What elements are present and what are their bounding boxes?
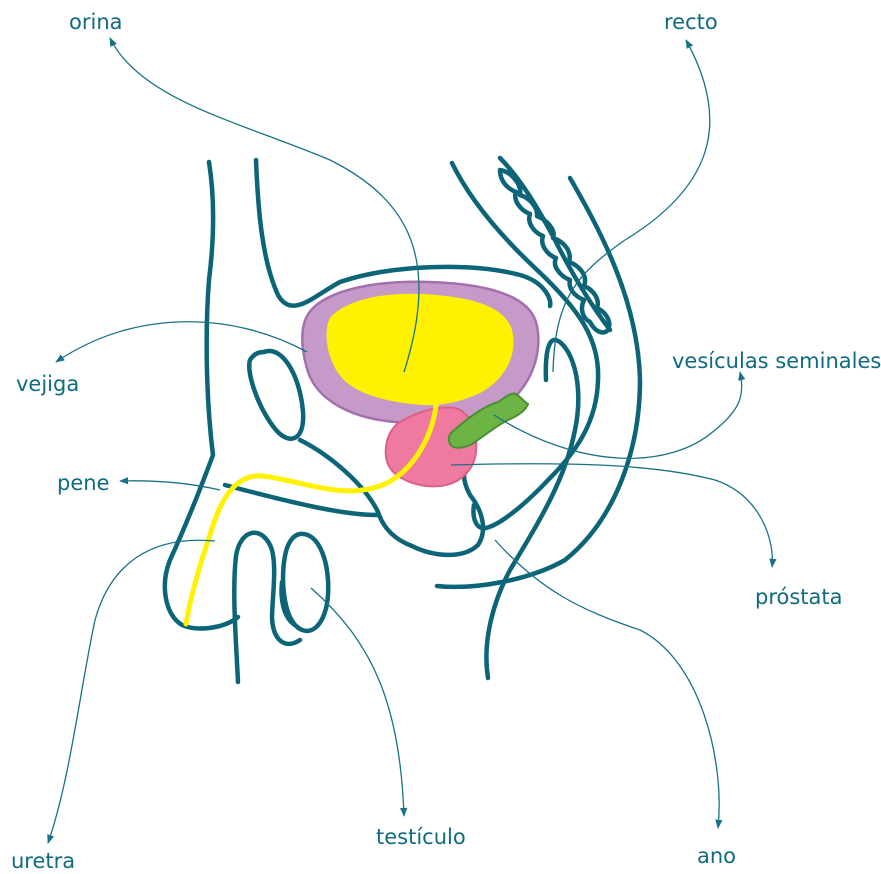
prostata-leader bbox=[451, 464, 772, 567]
ano-leader bbox=[495, 540, 719, 828]
label-prostata: próstata bbox=[755, 585, 843, 609]
organs bbox=[186, 282, 538, 624]
uretra-leader bbox=[48, 540, 215, 843]
testicle bbox=[283, 534, 328, 631]
vesiculas-leader bbox=[494, 372, 742, 458]
label-orina: orina bbox=[69, 10, 123, 34]
label-uretra: uretra bbox=[11, 849, 75, 873]
scrotum bbox=[234, 533, 300, 682]
testiculo-leader bbox=[311, 588, 404, 816]
label-pene: pene bbox=[57, 471, 109, 495]
label-recto: recto bbox=[664, 10, 718, 34]
label-ano: ano bbox=[697, 844, 736, 868]
label-testiculo: testículo bbox=[376, 825, 466, 849]
vejiga-leader bbox=[56, 322, 307, 362]
pubic-bone bbox=[249, 351, 303, 439]
label-vesiculas-seminales: vesículas seminales bbox=[672, 349, 881, 373]
label-vejiga: vejiga bbox=[16, 372, 79, 396]
